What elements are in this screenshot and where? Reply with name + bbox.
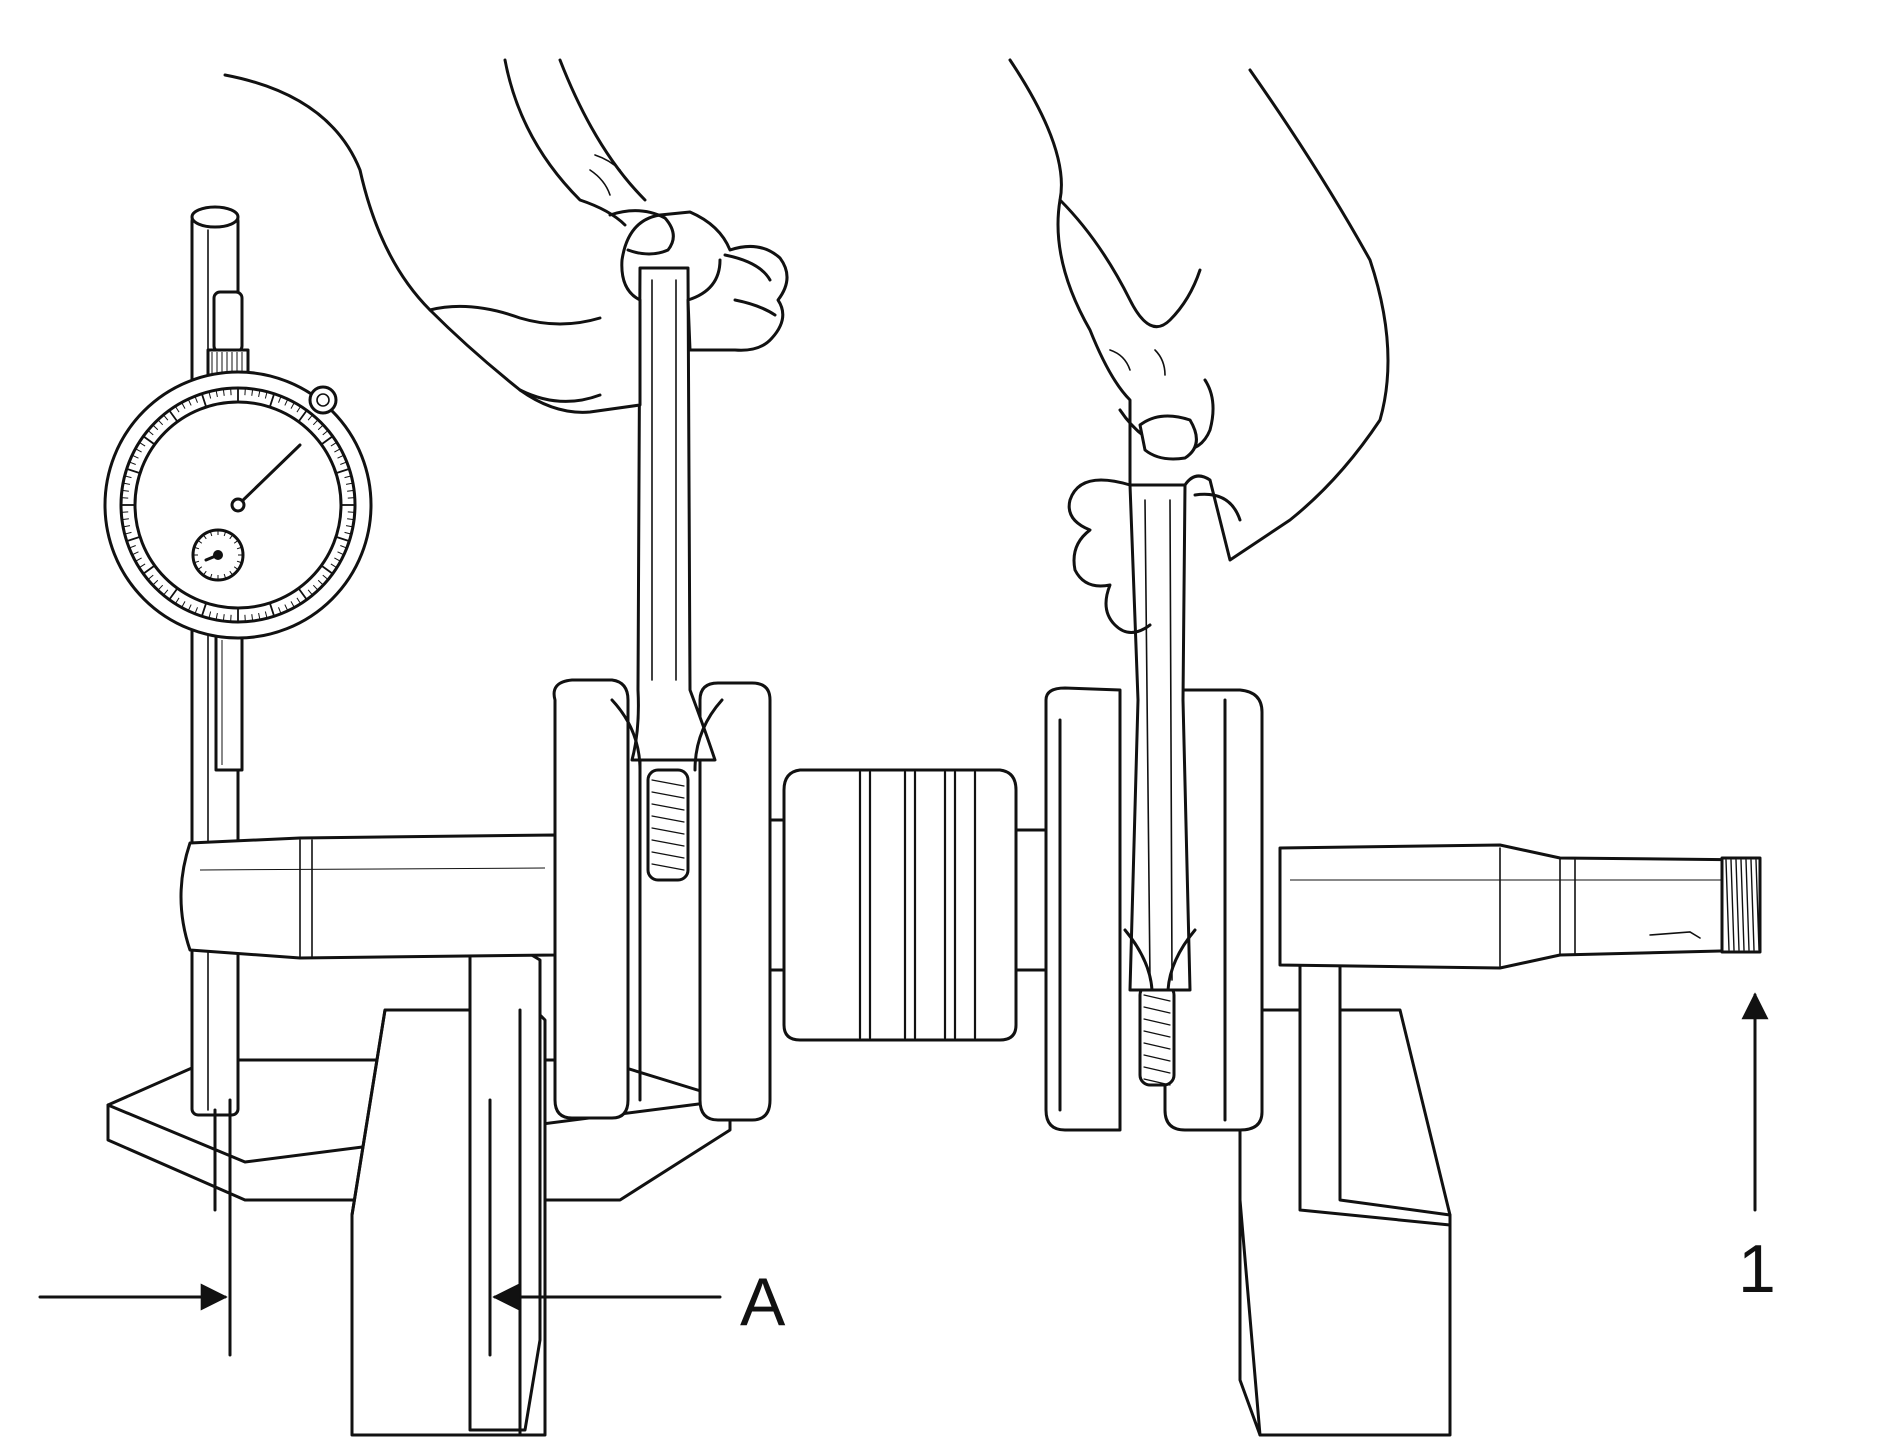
threaded-end bbox=[1722, 858, 1760, 952]
dial-indicator bbox=[105, 292, 371, 770]
left-v-block bbox=[352, 945, 545, 1435]
right-v-block bbox=[1240, 950, 1450, 1435]
callout-1: 1 bbox=[1738, 995, 1776, 1307]
right-hand bbox=[1010, 60, 1388, 633]
right-connecting-rod bbox=[1125, 485, 1195, 990]
left-hand bbox=[225, 60, 787, 412]
callout-label: 1 bbox=[1738, 1231, 1776, 1307]
dimension-label: A bbox=[740, 1264, 786, 1340]
